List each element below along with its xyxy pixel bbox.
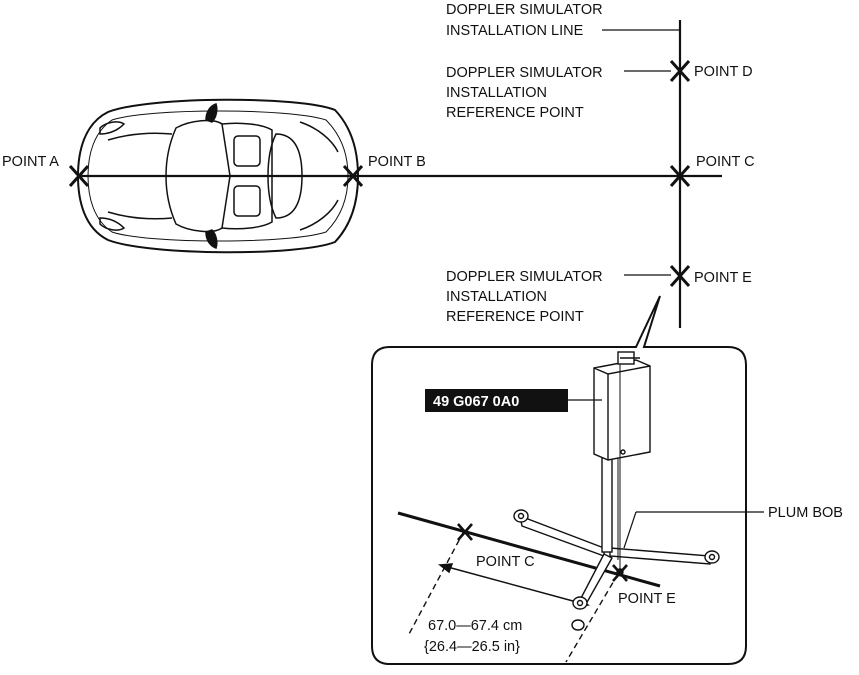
svg-text:DOPPLER SIMULATOR: DOPPLER SIMULATOR (446, 2, 603, 18)
svg-text:INSTALLATION: INSTALLATION (446, 85, 547, 101)
svg-text:DOPPLER SIMULATOR: DOPPLER SIMULATOR (446, 269, 603, 285)
part-number-badge: 49 G067 0A0 (425, 389, 602, 412)
dimension-metric-label: 67.0—67.4 cm (428, 618, 522, 634)
svg-text:INSTALLATION: INSTALLATION (446, 289, 547, 305)
doppler-simulator-stand (513, 351, 720, 631)
reference-point-d-callout: DOPPLER SIMULATOR INSTALLATION REFERENCE… (446, 65, 671, 121)
point-e-marker (669, 264, 691, 288)
inset-point-c-marker (457, 523, 473, 541)
point-a-label: POINT A (2, 154, 59, 170)
point-d-label: POINT D (694, 64, 753, 80)
point-d-marker (669, 59, 691, 83)
inset-point-e-label: POINT E (618, 591, 676, 607)
inset-point-c-label: POINT C (476, 554, 535, 570)
svg-text:REFERENCE POINT: REFERENCE POINT (446, 309, 584, 325)
point-b-label: POINT B (368, 154, 426, 170)
svg-text:INSTALLATION LINE: INSTALLATION LINE (446, 23, 584, 39)
svg-text:49 G067 0A0: 49 G067 0A0 (433, 394, 519, 410)
svg-text:REFERENCE POINT: REFERENCE POINT (446, 105, 584, 121)
svg-text:DOPPLER SIMULATOR: DOPPLER SIMULATOR (446, 65, 603, 81)
point-c-marker (669, 164, 691, 188)
inset-detail-box (371, 295, 747, 665)
point-c-label: POINT C (696, 154, 755, 170)
inset-floor-line (397, 511, 661, 588)
point-e-label: POINT E (694, 270, 752, 286)
plum-bob-callout: PLUM BOB (623, 505, 843, 549)
inset-dashed-guide-e (565, 573, 619, 663)
point-a-marker (68, 164, 90, 188)
dimension-imperial-label: {26.4—26.5 in} (424, 639, 520, 655)
vehicle-top-view (76, 98, 360, 254)
installation-line-callout: DOPPLER SIMULATOR INSTALLATION LINE (446, 2, 680, 39)
svg-text:PLUM BOB: PLUM BOB (768, 505, 843, 521)
reference-point-e-callout: DOPPLER SIMULATOR INSTALLATION REFERENCE… (446, 269, 671, 325)
point-b-marker (342, 164, 364, 188)
